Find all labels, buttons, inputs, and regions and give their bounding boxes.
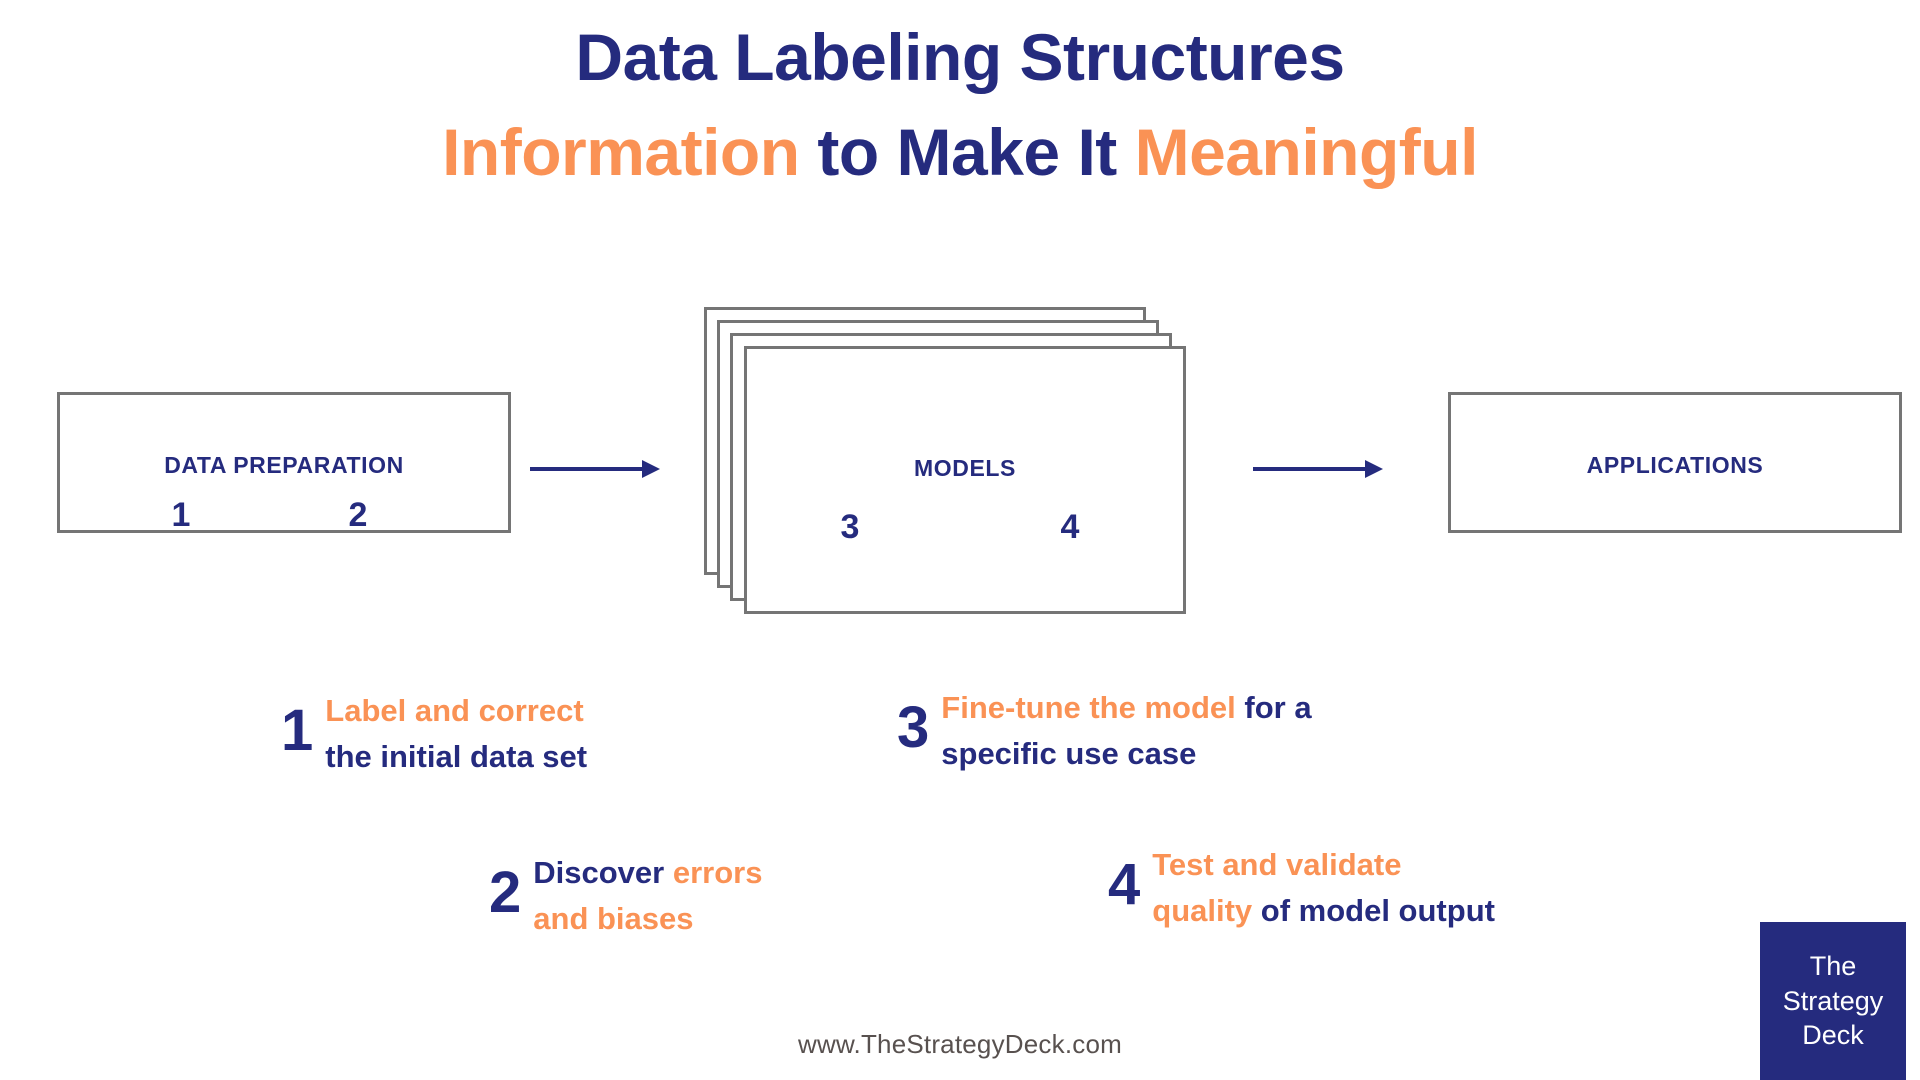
stage-label-applications: APPLICATIONS [1586,452,1764,478]
step-text-3-line-1: Fine-tune the model for a [941,685,1311,731]
stage-label-models: MODELS [914,455,1016,481]
stage-number-1: 1 [171,496,191,534]
step-4-line2-orange: quality [1152,892,1253,928]
footer-website-url: www.TheStrategyDeck.com [798,1029,1122,1059]
stage-number-2: 2 [348,496,368,534]
stage-box-applications[interactable] [1448,392,1902,533]
step-item-3: 3 Fine-tune the model for a specific use… [897,685,1312,777]
step-text-3-line-2: specific use case [941,731,1311,777]
step-number-badge-1: 1 [281,698,314,763]
logo-line-2: Strategy [1782,985,1884,1016]
page-title-line-1: Data Labeling Structures [575,20,1345,94]
step-text-1-line-1: Label and correct [325,688,587,734]
step-text-4-line-1: Test and validate [1152,842,1495,888]
logo-line-1: The [1809,951,1857,982]
stage-label-data-preparation: DATA PREPARATION [164,452,404,478]
title-block: Data Labeling Structures Information to … [0,20,1920,189]
step-2-line1-navy: Discover [533,855,673,890]
step-2-line1-orange: errors [672,855,763,890]
step-item-4: 4 Test and validate quality of model out… [1108,842,1495,934]
stage-number-4: 4 [1060,508,1080,546]
logo-badge-the-strategy-deck[interactable]: The Strategy Deck [1760,922,1906,1080]
step-text-1-line-2: the initial data set [325,734,587,780]
step-2-line2-orange: and biases [533,900,694,936]
step-4-line1-orange: Test and validate [1152,847,1402,882]
models-card-front[interactable] [744,346,1186,614]
title-middle-text: to Make It [799,115,1135,190]
step-number-badge-3: 3 [897,695,930,760]
step-text-3: Fine-tune the model for a specific use c… [941,685,1311,777]
stage-number-3: 3 [840,508,860,546]
step-text-1: Label and correct the initial data set [325,688,587,780]
step-3-line1-orange: Fine-tune the model [941,690,1236,725]
step-3-line1-navy: for a [1235,690,1312,725]
title-accent-information: Information [442,115,800,190]
arrow-right-icon-2 [1253,456,1383,482]
step-text-2: Discover errors and biases [533,850,762,942]
step-text-2-line-2: and biases [533,896,762,942]
page-title-line-2: Information to Make It Meaningful [0,117,1920,188]
step-text-2-line-1: Discover errors [533,850,762,896]
step-item-2: 2 Discover errors and biases [489,850,762,942]
title-accent-meaningful: Meaningful [1134,115,1479,190]
step-item-1: 1 Label and correct the initial data set [281,688,587,780]
step-number-badge-4: 4 [1108,852,1141,917]
step-1-line1-orange: Label and correct [325,693,584,728]
arrow-right-icon-1 [530,456,660,482]
step-text-4: Test and validate quality of model outpu… [1152,842,1495,934]
step-4-line2-navy: of model output [1252,892,1495,928]
step-1-line2-navy: the initial data set [325,738,588,774]
logo-line-3: Deck [1802,1020,1864,1051]
step-text-4-line-2: quality of model output [1152,888,1495,934]
stage-box-data-preparation[interactable] [57,392,511,533]
step-number-badge-2: 2 [489,860,522,925]
step-3-line2-navy: specific use case [941,735,1197,771]
